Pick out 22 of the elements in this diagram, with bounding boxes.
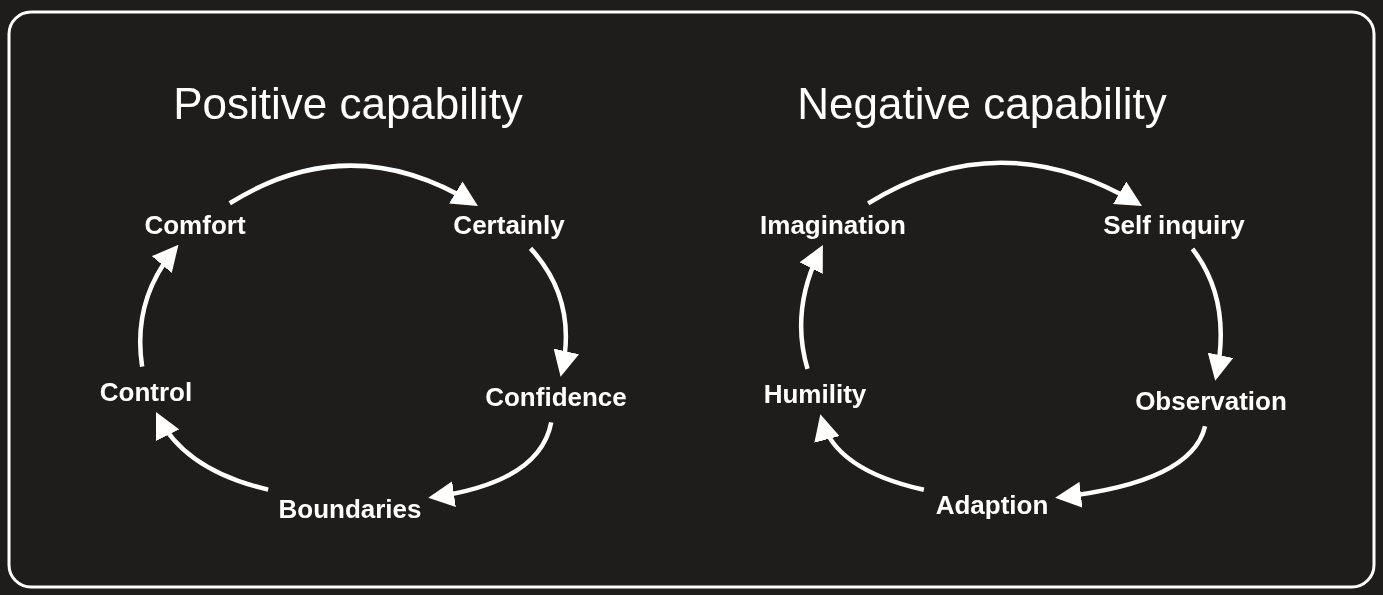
step-label: Imagination: [756, 207, 910, 243]
curved-arrow: [867, 160, 1143, 206]
section-heading: Negative capability: [797, 79, 1167, 129]
curved-arrow: [428, 421, 554, 507]
step-label: Humility: [759, 376, 871, 412]
step-label: Confidence: [481, 379, 631, 415]
step-label: Observation: [1131, 383, 1291, 419]
curved-arrow: [815, 414, 925, 492]
curved-arrow: [528, 246, 579, 377]
curved-arrow: [798, 244, 824, 370]
step-label: Comfort: [140, 207, 250, 243]
curved-arrow: [138, 244, 179, 367]
section-heading: Positive capability: [173, 79, 523, 129]
curved-arrow: [155, 412, 269, 492]
step-label: Control: [95, 374, 197, 410]
step-label: Certainly: [449, 207, 569, 243]
curved-arrow: [1055, 425, 1208, 508]
curved-arrow: [1190, 247, 1233, 381]
step-label: Boundaries: [274, 491, 426, 527]
curved-arrow: [228, 163, 478, 206]
step-label: Adaption: [931, 487, 1053, 523]
step-label: Self inquiry: [1099, 207, 1249, 243]
